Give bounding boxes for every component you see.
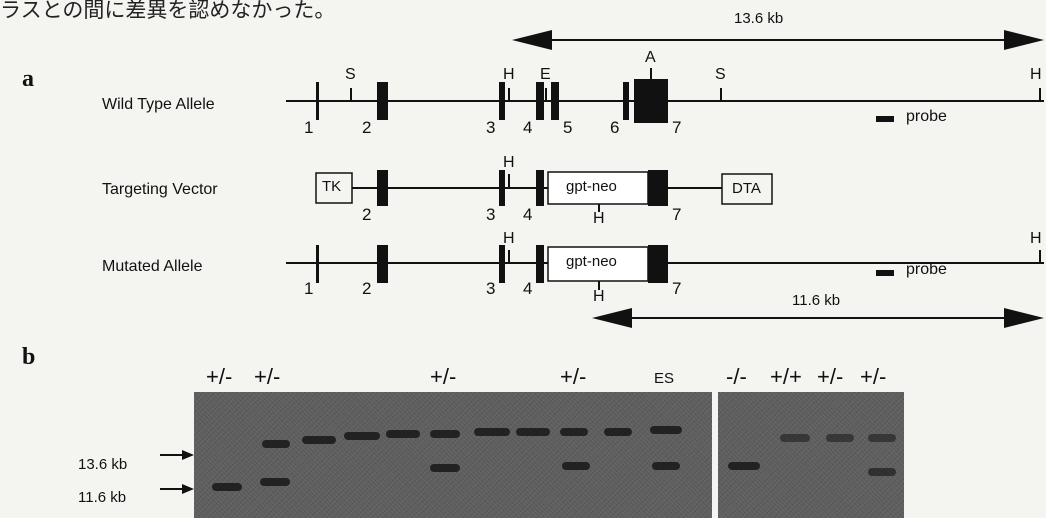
- band: [302, 436, 336, 444]
- mutated-site-h-neo: H: [593, 288, 605, 306]
- band: [650, 426, 682, 434]
- band: [604, 428, 632, 436]
- genotype-lane-9: +/-: [560, 364, 586, 390]
- site-e: E: [540, 66, 551, 84]
- band: [826, 434, 854, 442]
- wild-type-distance-arrow: [512, 30, 1044, 50]
- band: [780, 434, 810, 442]
- site-s-2: S: [715, 66, 726, 84]
- southern-blot-right: [718, 392, 904, 518]
- band: [474, 428, 510, 436]
- vector-site-h: H: [503, 154, 515, 172]
- exon-2: [377, 82, 388, 120]
- band: [344, 432, 380, 440]
- size-marker-11-6: 11.6 kb: [78, 489, 126, 506]
- genotype-es: ES: [654, 370, 674, 387]
- size-marker-13-6: 13.6 kb: [78, 456, 127, 473]
- mutated-site-h-end: H: [1030, 230, 1042, 248]
- vector-exon-7: 7: [672, 205, 681, 225]
- genotype-lane-2: +/-: [254, 364, 280, 390]
- mutated-site-h: H: [503, 230, 515, 248]
- genotype-lane-6: +/-: [430, 364, 456, 390]
- genotype-right-3: +/-: [817, 364, 843, 390]
- exon-label-3: 3: [486, 118, 495, 138]
- band: [516, 428, 550, 436]
- band: [260, 478, 290, 486]
- exon-6: [623, 82, 629, 120]
- mutated-exon-4: 4: [523, 279, 532, 299]
- exon-label-7: 7: [672, 118, 681, 138]
- exon-1: [316, 82, 319, 120]
- panel-b-letter: b: [22, 344, 35, 371]
- site-h-2: H: [1030, 66, 1042, 84]
- exon-4: [536, 82, 544, 120]
- gpt-neo-label-mutated: gpt-neo: [566, 253, 617, 270]
- dta-label: DTA: [732, 180, 761, 197]
- probe-label-wild-type: probe: [906, 108, 947, 126]
- exon-label-2: 2: [362, 118, 371, 138]
- mutated-exon-7: 7: [672, 279, 681, 299]
- band: [562, 462, 590, 470]
- site-a: A: [645, 49, 656, 67]
- band: [430, 430, 460, 438]
- site-s-1: S: [345, 66, 356, 84]
- gpt-neo-label-vector: gpt-neo: [566, 178, 617, 195]
- targeting-vector-map: [316, 170, 772, 212]
- southern-blot-left: [194, 392, 712, 518]
- band: [262, 440, 290, 448]
- site-h-1: H: [503, 66, 515, 84]
- probe-mark-mutated: [876, 270, 894, 276]
- genotype-right-2: +/+: [770, 364, 802, 390]
- vector-exon-4: 4: [523, 205, 532, 225]
- exon-label-6: 6: [610, 118, 619, 138]
- probe-label-mutated: probe: [906, 261, 947, 279]
- exon-label-1: 1: [304, 118, 313, 138]
- exon-label-5: 5: [563, 118, 572, 138]
- vector-exon-2: 2: [362, 205, 371, 225]
- distance-label-11-6: 11.6 kb: [792, 292, 840, 309]
- exon-3: [499, 82, 505, 120]
- distance-label-13-6: 13.6 kb: [734, 10, 783, 27]
- band: [212, 483, 242, 491]
- tk-label: TK: [322, 178, 341, 195]
- mutated-distance-arrow: [592, 308, 1044, 328]
- genotype-right-4: +/-: [860, 364, 886, 390]
- band: [652, 462, 680, 470]
- band: [430, 464, 460, 472]
- band: [560, 428, 588, 436]
- probe-mark-wild-type: [876, 116, 894, 122]
- exon-5: [551, 82, 559, 120]
- vector-site-h-2: H: [593, 210, 605, 228]
- band: [728, 462, 760, 470]
- genotype-lane-1: +/-: [206, 364, 232, 390]
- band: [868, 468, 896, 476]
- vector-exon-3: 3: [486, 205, 495, 225]
- mutated-exon-3: 3: [486, 279, 495, 299]
- band: [868, 434, 896, 442]
- genotype-right-1: -/-: [726, 364, 747, 390]
- mutated-exon-1: 1: [304, 279, 313, 299]
- exon-7: [634, 79, 668, 123]
- mutated-exon-2: 2: [362, 279, 371, 299]
- band: [386, 430, 420, 438]
- exon-label-4: 4: [523, 118, 532, 138]
